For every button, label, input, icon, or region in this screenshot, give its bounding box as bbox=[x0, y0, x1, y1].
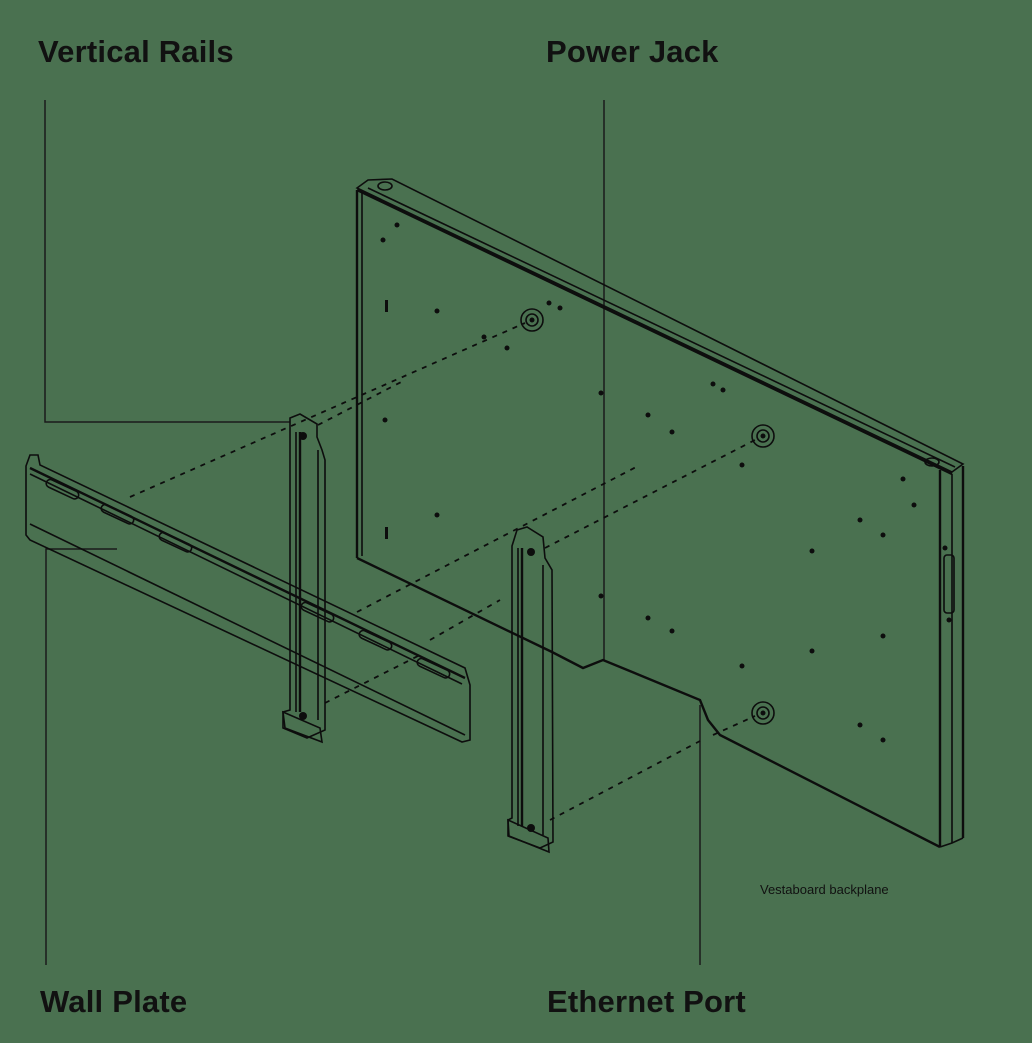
standoff-2 bbox=[751, 424, 775, 448]
leader-lines bbox=[44, 100, 701, 965]
leader-wall-plate bbox=[45, 548, 117, 965]
label-wall-plate: Wall Plate bbox=[40, 984, 188, 1019]
caption-backplane: Vestaboard backplane bbox=[760, 882, 889, 897]
leader-vertical-rails bbox=[44, 100, 290, 423]
label-ethernet-port: Ethernet Port bbox=[547, 984, 746, 1019]
backplane bbox=[355, 178, 965, 849]
vertical-rail-right bbox=[507, 526, 554, 854]
standoff-1 bbox=[520, 308, 544, 332]
label-power-jack: Power Jack bbox=[546, 34, 719, 69]
label-vertical-rails: Vertical Rails bbox=[38, 34, 234, 69]
vertical-rail-left bbox=[282, 413, 326, 744]
standoff-3 bbox=[751, 701, 775, 725]
assembly-lines bbox=[129, 322, 756, 821]
wall-plate bbox=[25, 454, 471, 743]
